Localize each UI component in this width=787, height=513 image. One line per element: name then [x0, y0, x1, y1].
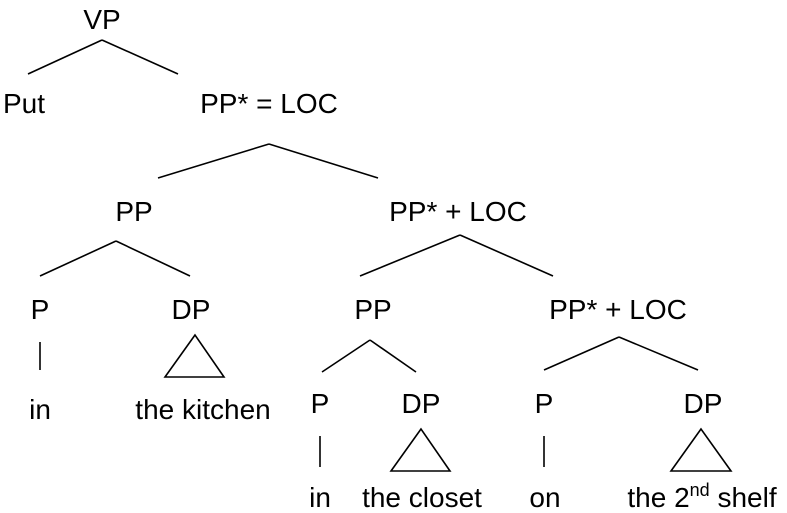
leaf-the-closet: the closet: [362, 482, 482, 513]
node-p-3: P: [534, 388, 554, 419]
node-dp-2: DP: [401, 388, 441, 419]
node-p-2: P: [310, 388, 330, 419]
node-vp: VP: [83, 4, 121, 35]
node-pp-left: PP: [115, 196, 153, 227]
shelf-prefix: the 2: [627, 482, 690, 513]
leaf-put: Put: [2, 88, 46, 119]
branch-pp2-p: [321, 339, 371, 373]
branch-ppplusloc2-dp: [618, 336, 699, 371]
leaf-in-1: in: [29, 394, 51, 425]
leaf-the-kitchen: the kitchen: [135, 394, 271, 425]
branch-ppplusloc1-ppplusloc2: [459, 234, 554, 277]
branch-pp-dp: [115, 240, 191, 277]
branch-ppeqloc-pp: [157, 143, 270, 179]
branch-ppplusloc2-p: [543, 336, 620, 371]
dp-triangle-3: [669, 427, 733, 472]
node-dp-1: DP: [171, 294, 211, 325]
node-dp-3: DP: [683, 388, 723, 419]
branch-ppplusloc1-pp: [359, 234, 461, 277]
node-p-1: P: [30, 294, 50, 325]
leaf-in-2: in: [309, 482, 331, 513]
node-pp-star-plus-loc-1: PP* + LOC: [389, 196, 527, 227]
branch-pp2-dp: [369, 339, 417, 373]
branch-pp-p: [39, 240, 117, 277]
node-pp-mid: PP: [354, 294, 392, 325]
node-pp-star-eq-loc: PP* = LOC: [200, 88, 338, 119]
branch-vp-ppstar: [101, 39, 179, 75]
node-pp-star-plus-loc-2: PP* + LOC: [549, 294, 687, 325]
branch-ppeqloc-ppplusloc: [268, 143, 379, 179]
branch-vp-put: [27, 39, 103, 75]
shelf-suffix: shelf: [709, 482, 777, 513]
dp-triangle-2: [389, 427, 452, 472]
shelf-superscript: nd: [689, 480, 710, 500]
dp-triangle-1: [163, 333, 226, 378]
leaf-on: on: [529, 482, 561, 513]
leaf-the-2nd-shelf: the 2nd shelf: [627, 481, 777, 513]
